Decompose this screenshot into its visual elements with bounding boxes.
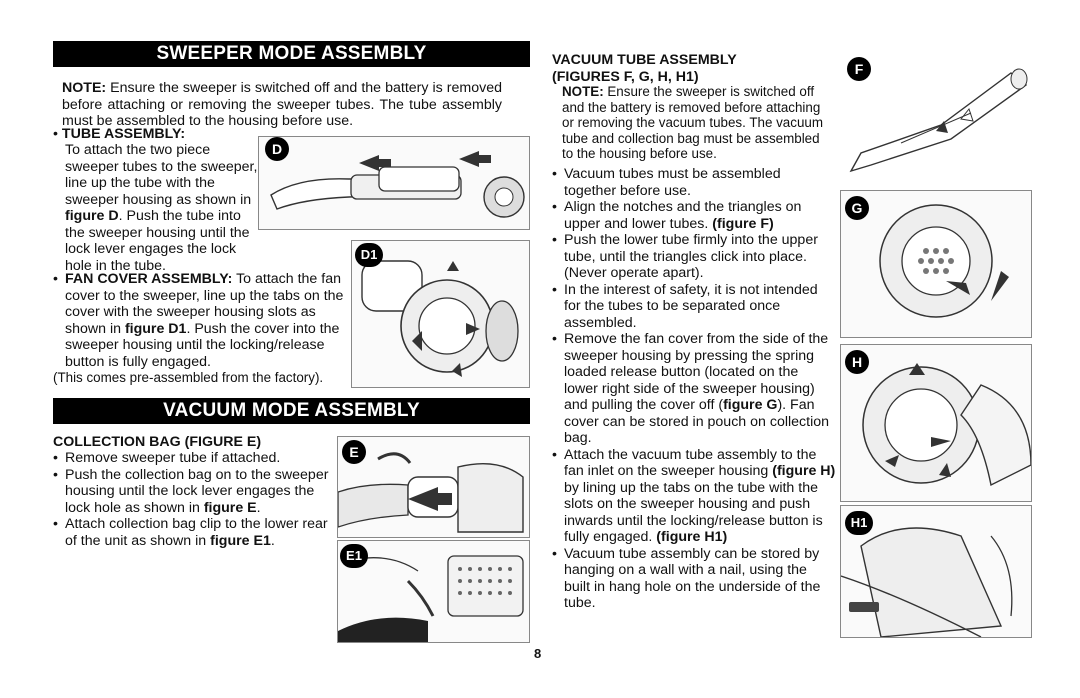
fan-text-b: . Push the cover into the sweeper housin… xyxy=(65,320,340,370)
list-item: Attach collection bag clip to the lower … xyxy=(53,516,329,549)
tube-fig-ref: figure D xyxy=(65,208,119,224)
item-fig-ref: figure E xyxy=(203,499,257,516)
tube-assembly-heading: TUBE ASSEMBLY: xyxy=(61,126,186,142)
item-fig-ref: (figure H) xyxy=(772,463,836,479)
collection-bag-heading: COLLECTION BAG (FIGURE E) xyxy=(53,434,262,450)
note-label: NOTE: xyxy=(562,84,604,99)
fan-cover-heading: FAN COVER ASSEMBLY: xyxy=(65,271,233,287)
figure-h-illustration xyxy=(840,344,1032,502)
item-text: Remove the fan cover from the side of th… xyxy=(564,331,829,413)
vacuum-mode-title: VACUUM MODE ASSEMBLY xyxy=(53,398,530,424)
sweeper-mode-title: SWEEPER MODE ASSEMBLY xyxy=(53,41,530,67)
item-text-end: ). Fan cover can be stored in pouch on c… xyxy=(564,397,829,446)
vacuum-tube-note: NOTE: Ensure the sweeper is switched off… xyxy=(562,84,832,162)
item-text-end: . xyxy=(270,532,275,549)
item-text: Vacuum tube assembly can be stored by ha… xyxy=(564,545,821,612)
item-text-mid: by lining up the tabs on the tube with t… xyxy=(564,479,823,546)
sweeper-note: NOTE: Ensure the sweeper is switched off… xyxy=(62,80,502,130)
list-item: Align the notches and the triangles on u… xyxy=(552,199,836,232)
figure-d1-badge: D1 xyxy=(355,243,383,267)
fan-cover-illustration xyxy=(361,260,519,377)
vacuum-tubes-illustration xyxy=(849,68,1028,173)
item-text: Vacuum tubes must be assembled together … xyxy=(564,166,781,199)
item-text: Attach the vacuum tube assembly to the f… xyxy=(564,446,817,480)
bullet: • xyxy=(53,126,62,142)
tube-illustration xyxy=(270,151,525,218)
page-number: 8 xyxy=(534,646,542,661)
item-fig-ref-2: (figure H1) xyxy=(656,529,728,545)
list-item: Push the lower tube firmly into the uppe… xyxy=(552,232,836,282)
locking-button-illustration xyxy=(841,527,1013,637)
collection-bag-list: Remove sweeper tube if attached. Push th… xyxy=(53,450,329,549)
figure-h1-badge: H1 xyxy=(845,511,873,535)
tube-assembly-text: To attach the two piece sweeper tubes to… xyxy=(65,142,261,274)
tube-attach-illustration xyxy=(862,363,1031,487)
item-text: Attach collection bag clip to the lower … xyxy=(65,516,328,549)
list-item: Remove the fan cover from the side of th… xyxy=(552,331,836,447)
fan-text-a: To attach the fan cover to the sweeper, … xyxy=(65,271,344,337)
figure-d-badge: D xyxy=(265,137,289,161)
note-text: Ensure the sweeper is switched off and t… xyxy=(62,80,502,129)
item-text: In the interest of safety, it is not int… xyxy=(564,281,818,331)
collection-bag-illustration xyxy=(338,452,524,533)
figure-e1-illustration xyxy=(337,540,530,643)
figure-g-illustration xyxy=(840,190,1032,338)
bag-clip-illustration xyxy=(338,555,524,642)
bullet: • xyxy=(53,271,58,287)
figure-e-badge: E xyxy=(342,440,366,464)
list-item: In the interest of safety, it is not int… xyxy=(552,282,836,332)
fan-cover-item: • FAN COVER ASSEMBLY: To attach the fan c… xyxy=(53,271,349,370)
fan-fig-ref: figure D1 xyxy=(124,320,187,337)
figure-d-illustration xyxy=(258,136,530,230)
list-item: Push the collection bag on to the sweepe… xyxy=(53,467,329,517)
tube-text-b: . Push the tube into the sweeper housing… xyxy=(65,208,250,274)
heading-line-2: (FIGURES F, G, H, H1) xyxy=(552,68,699,85)
item-fig-ref: figure E1 xyxy=(210,532,271,549)
item-fig-ref: (figure F) xyxy=(712,215,774,232)
list-item: Remove sweeper tube if attached. xyxy=(53,450,329,467)
figure-e1-badge: E1 xyxy=(340,544,368,568)
item-text-end: . xyxy=(256,499,261,516)
list-item: Vacuum tubes must be assembled together … xyxy=(552,166,836,199)
item-text: Remove sweeper tube if attached. xyxy=(65,450,281,466)
figure-e-illustration xyxy=(337,436,530,538)
vacuum-tube-list: Vacuum tubes must be assembled together … xyxy=(552,166,836,612)
tube-text-a: To attach the two piece sweeper tubes to… xyxy=(65,142,258,208)
note-label: NOTE: xyxy=(62,80,107,96)
item-text: Align the notches and the triangles on u… xyxy=(564,199,802,232)
list-item: Vacuum tube assembly can be stored by ha… xyxy=(552,546,836,612)
vacuum-tube-heading: VACUUM TUBE ASSEMBLY (FIGURES F, G, H, H… xyxy=(552,52,832,85)
list-item: Attach the vacuum tube assembly to the f… xyxy=(552,447,836,546)
note-text: Ensure the sweeper is switched off and t… xyxy=(562,84,823,162)
figure-f-badge: F xyxy=(847,57,871,81)
factory-note: (This comes pre-assembled from the facto… xyxy=(53,370,324,385)
heading-line-1: VACUUM TUBE ASSEMBLY xyxy=(552,52,737,68)
item-text: Push the collection bag on to the sweepe… xyxy=(65,466,329,516)
figure-d1-illustration xyxy=(351,240,530,388)
figure-f-illustration xyxy=(840,52,1032,181)
figure-g-badge: G xyxy=(845,196,869,220)
item-text: Push the lower tube firmly into the uppe… xyxy=(564,232,818,281)
figure-h-badge: H xyxy=(845,350,869,374)
fan-cover-removal-illustration xyxy=(879,204,1009,318)
item-fig-ref: figure G xyxy=(723,397,778,413)
tube-assembly-item: • TUBE ASSEMBLY: xyxy=(53,126,353,143)
